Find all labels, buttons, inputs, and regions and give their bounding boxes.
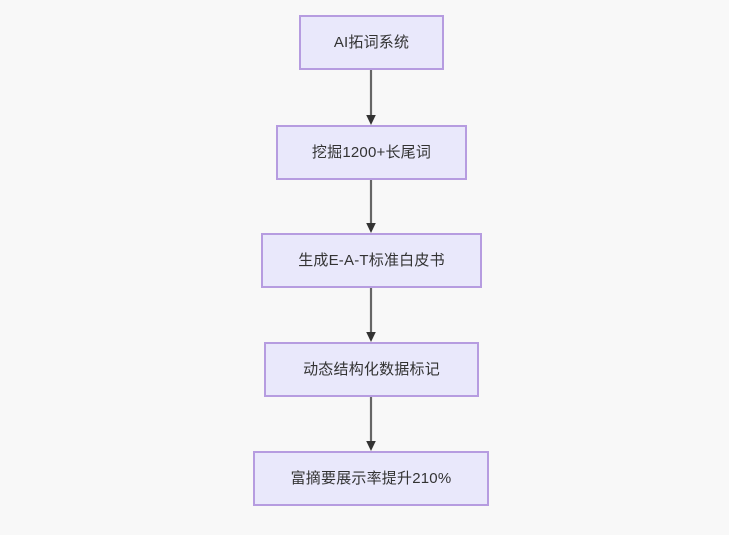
flowchart-node-label: 富摘要展示率提升210% — [290, 469, 452, 487]
flowchart-node-label: AI拓词系统 — [333, 33, 410, 51]
edge-n4-n5 — [361, 397, 381, 451]
flowchart-node-label: 动态结构化数据标记 — [303, 360, 440, 378]
edge-n1-n2 — [361, 70, 381, 125]
flowchart-node-dynamic-structured-data-markup[interactable]: 动态结构化数据标记 — [264, 342, 479, 397]
flowchart-node-generate-eat-whitepaper[interactable]: 生成E-A-T标准白皮书 — [261, 233, 482, 288]
flowchart-node-ai-keyword-system[interactable]: AI拓词系统 — [299, 15, 444, 70]
flowchart-node-mine-longtail-keywords[interactable]: 挖掘1200+长尾词 — [276, 125, 467, 180]
flowchart-node-label: 挖掘1200+长尾词 — [311, 143, 432, 161]
edge-n2-n3 — [361, 180, 381, 233]
edge-n3-n4 — [361, 288, 381, 342]
flowchart-node-label: 生成E-A-T标准白皮书 — [298, 251, 445, 269]
flowchart-node-rich-snippet-impression-uplift[interactable]: 富摘要展示率提升210% — [253, 451, 489, 506]
